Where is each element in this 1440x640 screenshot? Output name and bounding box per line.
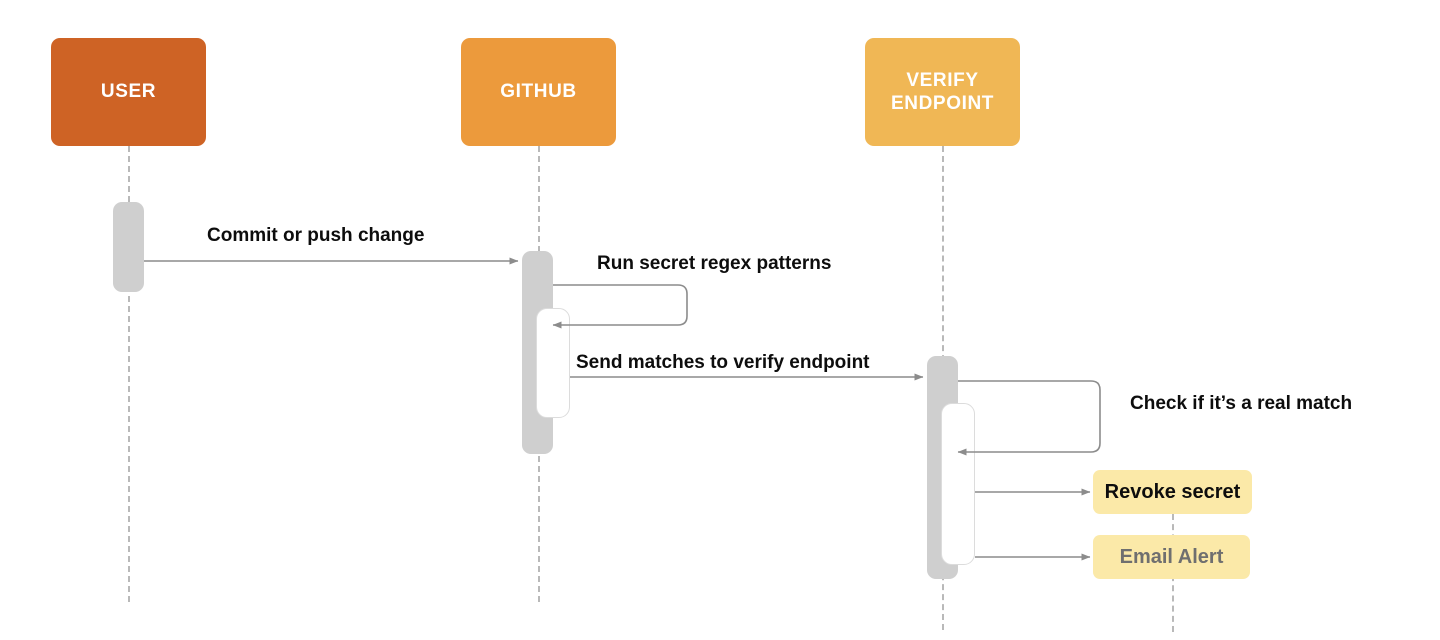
note-box-revoke-secret[interactable]: Revoke secret: [1093, 470, 1252, 514]
lifeline-user: [128, 146, 130, 602]
activation-bar-user: [113, 202, 144, 292]
actor-label-verify-endpoint: VERIFY ENDPOINT: [891, 69, 994, 114]
note-label-email-alert: Email Alert: [1119, 545, 1224, 568]
actor-box-verify-endpoint[interactable]: VERIFY ENDPOINT: [865, 38, 1020, 146]
actor-label-user: USER: [100, 81, 157, 103]
message-label-check-if-its-a-real-match: Check if it’s a real match: [1130, 393, 1353, 414]
activation-bar-verify-endpoint-nested: [941, 403, 975, 565]
activation-bar-github-nested: [536, 308, 570, 418]
message-label-commit-or-push-change: Commit or push change: [207, 225, 425, 246]
arrow-check-if-its-a-real-match: [957, 380, 1101, 456]
actor-box-github[interactable]: GITHUB: [461, 38, 616, 146]
note-label-revoke-secret: Revoke secret: [1104, 480, 1241, 503]
message-label-run-secret-regex-patterns: Run secret regex patterns: [597, 253, 832, 274]
arrow-run-secret-regex-patterns: [552, 284, 688, 329]
note-box-email-alert[interactable]: Email Alert: [1093, 535, 1250, 579]
actor-label-github: GITHUB: [500, 81, 577, 103]
message-label-send-matches-to-verify-endpoint: Send matches to verify endpoint: [576, 352, 870, 373]
actor-box-user[interactable]: USER: [51, 38, 206, 146]
